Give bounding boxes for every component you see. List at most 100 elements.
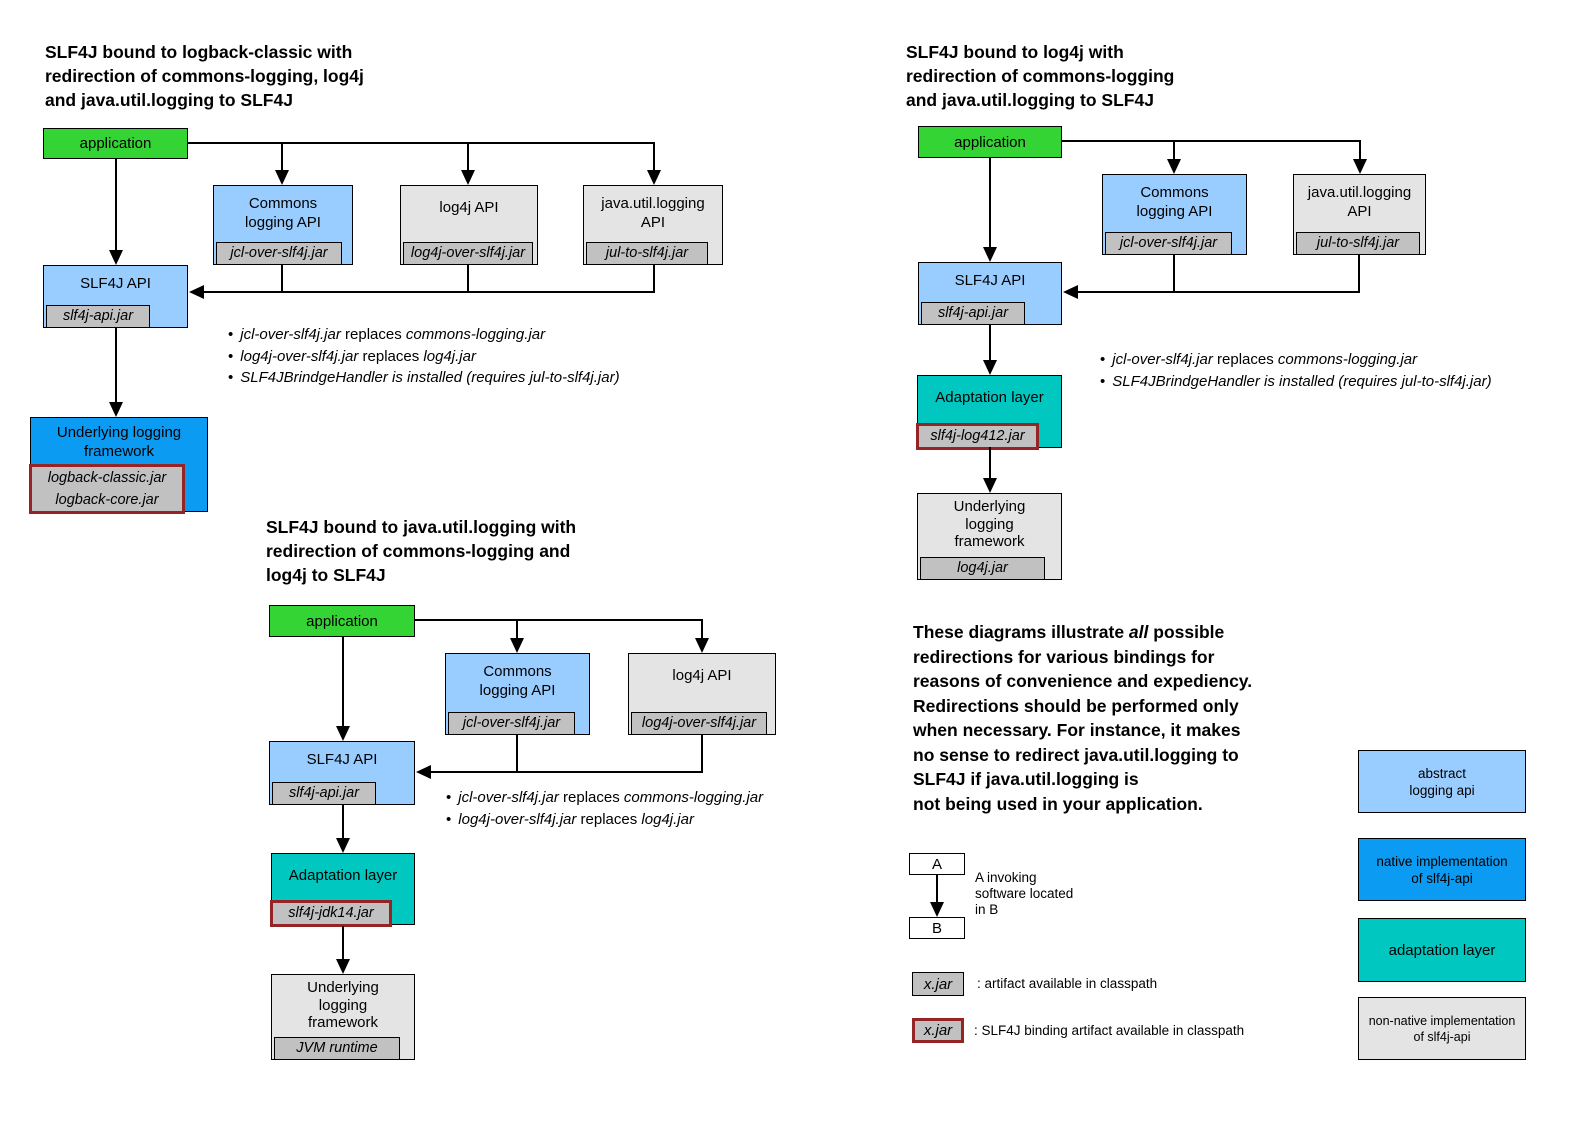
d1-log4j-jar-tag: log4j-over-slf4j.jar — [403, 242, 533, 265]
d3-title: SLF4J bound to java.util.logging with re… — [266, 517, 577, 585]
d3-branch-commons-line — [516, 619, 518, 640]
d3-arrowhead-slf4j — [336, 726, 350, 741]
d1-branch-log4j-line — [467, 142, 469, 171]
d3-log4j-label: log4j API — [672, 667, 732, 684]
d2-commons-jar-tag: jcl-over-slf4j.jar — [1105, 232, 1232, 255]
note-paragraph: These diagrams illustrate all possible r… — [913, 622, 1253, 814]
d1-log4j-label: log4j API — [439, 199, 499, 216]
d1-commons-label: Commons logging API — [245, 195, 321, 231]
d2-adaptation-label: Adaptation layer — [935, 389, 1044, 406]
d1-slf4j-jar-tag: slf4j-api.jar — [46, 305, 150, 328]
d3-underlying-jar-tag: JVM runtime — [274, 1037, 400, 1060]
d2-arrowhead-slf4j — [983, 247, 997, 262]
d3-merge-horizontal-line — [419, 771, 703, 773]
d3-underlying-label: Underlying logging framework — [307, 979, 379, 1031]
d1-log4j-api-box: log4j API log4j-over-slf4j.jar — [400, 185, 538, 265]
d2-jul-jar-tag: jul-to-slf4j.jar — [1296, 232, 1420, 255]
d3-slf4j-jar-tag: slf4j-api.jar — [272, 782, 376, 805]
d3-underlying-framework-box: Underlying logging framework JVM runtime — [271, 974, 415, 1060]
d2-commons-merge-line — [1173, 255, 1175, 293]
d2-branch-jul-line — [1359, 140, 1361, 162]
d2-arrowhead-jul — [1353, 159, 1367, 174]
d2-adaptation-layer-box: Adaptation layer slf4j-log412.jar — [916, 375, 1062, 450]
d3-arrowhead-commons — [510, 638, 524, 653]
d1-arrowhead-jul — [647, 170, 661, 185]
d2-arrowhead-commons — [1167, 159, 1181, 174]
d3-adaptation-label: Adaptation layer — [288, 867, 398, 884]
d2-underlying-jar-tag: log4j.jar — [920, 557, 1045, 580]
d2-jul-label: java.util.logging API — [1307, 184, 1412, 220]
d3-application-label: application — [306, 612, 378, 630]
d2-underlying-label: Underlying logging framework — [953, 498, 1026, 550]
legend-a-to-b-line — [936, 875, 938, 904]
d1-application-box: application — [43, 128, 188, 159]
d3-commons-jar-tag: jcl-over-slf4j.jar — [448, 712, 575, 735]
d2-adaptation-jar-tag: slf4j-log412.jar — [916, 423, 1039, 450]
d2-title: SLF4J bound to log4j with redirection of… — [906, 42, 1175, 110]
d1-underlying-framework-box: Underlying logging framework logback-cla… — [29, 417, 208, 514]
legend-b-box: B — [909, 917, 965, 939]
d1-jul-label: java.util.logging API — [601, 195, 705, 231]
d2-jul-api-box: java.util.logging API jul-to-slf4j.jar — [1293, 174, 1426, 255]
d2-commons-logging-api-box: Commons logging API jcl-over-slf4j.jar — [1102, 174, 1247, 255]
legend-artifact-caption: : artifact available in classpath — [977, 976, 1158, 991]
d2-merge-horizontal-line — [1066, 291, 1360, 293]
d1-arrowhead-commons — [275, 170, 289, 185]
d1-commons-logging-api-box: Commons logging API jcl-over-slf4j.jar — [213, 185, 353, 265]
legend-xjar-box: x.jar — [912, 972, 964, 996]
d2-adaptation-to-underlying-line — [989, 447, 991, 480]
d1-app-branch-line — [188, 142, 655, 144]
swatch-abstract-logging-api: abstract logging api — [1358, 750, 1526, 813]
d3-adaptation-layer-box: Adaptation layer slf4j-jdk14.jar — [270, 853, 415, 927]
d3-commons-logging-api-box: Commons logging API jcl-over-slf4j.jar — [445, 653, 590, 735]
d1-app-to-slf4j-line — [115, 159, 117, 251]
d2-application-label: application — [954, 133, 1026, 151]
d2-underlying-framework-box: Underlying logging framework log4j.jar — [917, 493, 1062, 580]
d3-app-branch-line — [415, 619, 703, 621]
d2-branch-commons-line — [1173, 140, 1175, 162]
d1-underlying-label: Underlying logging framework — [56, 424, 182, 460]
d3-arrowhead-adaptation — [336, 838, 350, 853]
d3-log4j-jar-tag: log4j-over-slf4j.jar — [631, 712, 767, 735]
d2-application-box: application — [918, 126, 1062, 158]
d3-commons-merge-line — [516, 735, 518, 773]
d3-application-box: application — [269, 605, 415, 637]
d1-arrowhead-into-slf4j — [189, 285, 204, 299]
legend-binding-caption: : SLF4J binding artifact available in cl… — [974, 1023, 1245, 1038]
d2-arrowhead-into-slf4j — [1063, 285, 1078, 299]
d3-log4j-merge-line — [701, 735, 703, 773]
d1-commons-merge-line — [281, 265, 283, 293]
d3-arrowhead-into-slf4j — [416, 765, 431, 779]
d2-app-to-slf4j-line — [989, 158, 991, 249]
d1-slf4j-label: SLF4J API — [80, 275, 151, 292]
d1-log4j-merge-line — [467, 265, 469, 293]
d3-slf4j-label: SLF4J API — [306, 751, 378, 768]
d3-log4j-api-box: log4j API log4j-over-slf4j.jar — [628, 653, 776, 735]
d2-slf4j-api-box: SLF4J API slf4j-api.jar — [918, 262, 1062, 325]
d1-jul-jar-tag: jul-to-slf4j.jar — [586, 242, 708, 265]
d2-slf4j-jar-tag: slf4j-api.jar — [921, 302, 1025, 325]
legend-a-box: A — [909, 853, 965, 875]
d3-arrowhead-underlying — [336, 959, 350, 974]
d1-merge-horizontal-line — [192, 291, 655, 293]
note-emphasis: all — [1128, 622, 1149, 642]
d1-commons-jar-tag: jcl-over-slf4j.jar — [216, 242, 342, 265]
d1-arrowhead-slf4j — [109, 250, 123, 265]
d1-slf4j-to-underlying-line — [115, 328, 117, 403]
d1-branch-jul-line — [653, 142, 655, 171]
d3-commons-label: Commons logging API — [479, 663, 556, 699]
d1-branch-commons-line — [281, 142, 283, 171]
legend-binding-xjar-box: x.jar — [912, 1018, 964, 1043]
d1-slf4j-api-box: SLF4J API slf4j-api.jar — [43, 265, 188, 328]
legend-ab-caption: A invoking software located in B — [975, 870, 1074, 917]
d3-slf4j-to-adaptation-line — [342, 805, 344, 840]
d1-jul-api-box: java.util.logging API jul-to-slf4j.jar — [583, 185, 723, 265]
d1-bullet-notes: •jcl-over-slf4j.jar replaces commons-log… — [228, 326, 620, 386]
d2-bullet-notes: •jcl-over-slf4j.jar replaces commons-log… — [1100, 351, 1492, 390]
d2-arrowhead-underlying — [983, 478, 997, 493]
d2-arrowhead-adaptation — [983, 360, 997, 375]
d1-jul-merge-line — [653, 265, 655, 293]
d3-app-to-slf4j-line — [342, 637, 344, 728]
d1-underlying-jar-tag: logback-classic.jar logback-core.jar — [29, 464, 185, 514]
